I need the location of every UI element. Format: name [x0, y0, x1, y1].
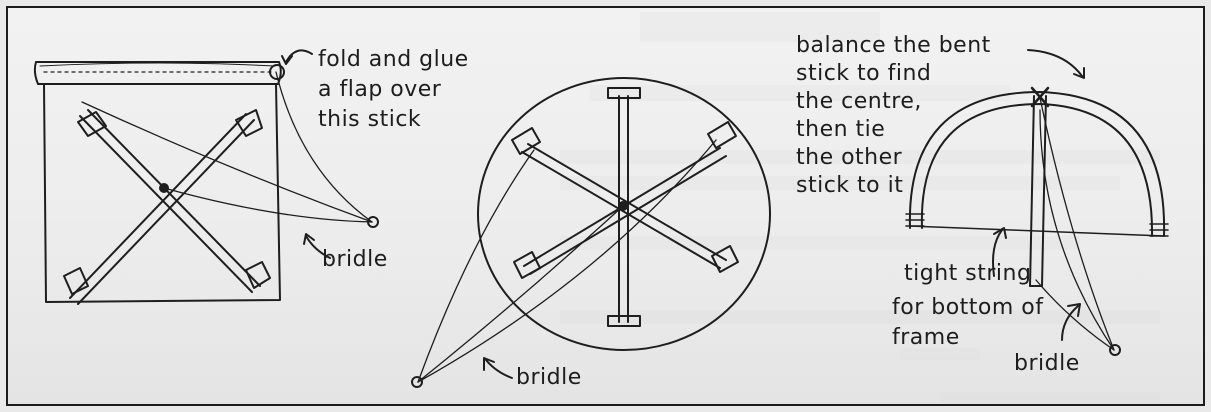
label-balance-line5: the other — [796, 145, 903, 170]
label-string-line3: frame — [892, 325, 960, 350]
square-kite — [33, 49, 379, 305]
half-round-kite — [905, 49, 1169, 356]
label-balance-line2: stick to find — [796, 61, 931, 86]
label-string-line1: tight string — [904, 261, 1031, 286]
label-string-line2: for bottom of — [892, 295, 1044, 320]
label-fold-line2: a flap over — [318, 77, 442, 102]
label-fold-line3: this stick — [318, 107, 421, 132]
label-bridle-right: bridle — [1014, 351, 1080, 376]
label-bridle-center: bridle — [516, 365, 582, 390]
label-balance-line4: then tie — [796, 117, 885, 142]
label-balance-line6: stick to it — [796, 173, 903, 198]
rolled-flap — [33, 61, 282, 85]
round-kite — [411, 77, 771, 388]
label-balance-line1: balance the bent — [796, 33, 991, 58]
label-fold-line1: fold and glue — [318, 47, 469, 72]
label-balance-line3: the centre, — [796, 89, 922, 114]
kite-body — [43, 83, 281, 303]
label-bridle-left: bridle — [322, 247, 388, 272]
flap-stick-end — [269, 64, 285, 80]
kite-circle — [477, 77, 771, 351]
illustration-frame — [6, 6, 1205, 406]
